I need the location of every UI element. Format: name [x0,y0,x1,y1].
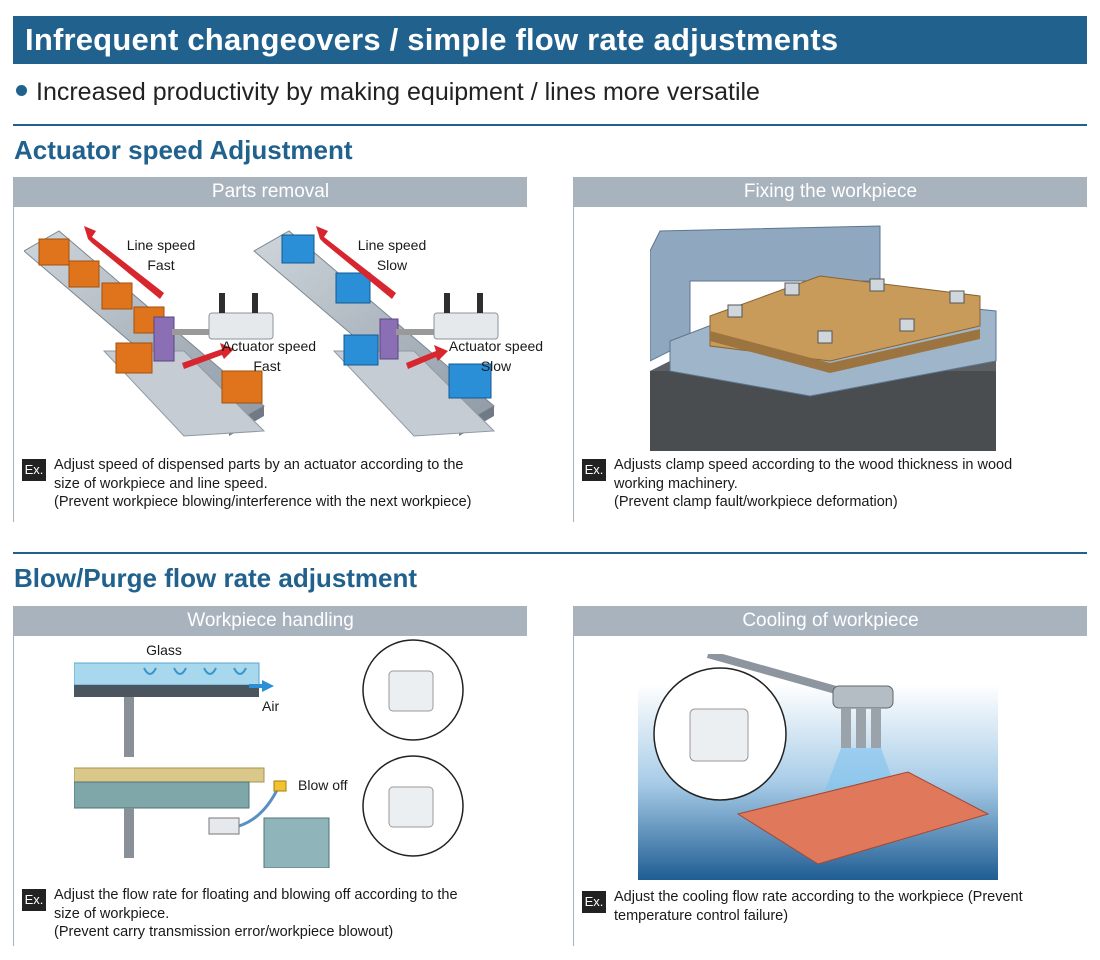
ex-text-line: Adjust speed of dispensed parts by an ac… [54,457,464,473]
actuator-right [433,312,499,340]
blow-off-label: Blow off [298,777,348,793]
panel-heading: Fixing the workpiece [574,177,1087,207]
line-speed-label-right: Line speed [358,237,427,253]
line-speed-label-left: Line speed [127,237,196,253]
ex-text-line: (Prevent workpiece blowing/interference … [54,494,472,510]
piston-rod-right [396,329,436,335]
ex-text-line: temperature control failure) [614,907,789,924]
actuator-speed-label-right: Actuator speed [449,338,543,354]
panel-heading: Cooling of workpiece [574,606,1087,636]
collection-bin [263,817,330,868]
actuator-arrow-right [406,345,448,369]
blue-parts [281,234,492,399]
blow-off-part [273,780,287,792]
page-title-banner: Infrequent changeovers / simple flow rat… [13,16,1087,64]
ex-text-line: (Prevent carry transmission error/workpi… [54,924,394,940]
panel-parts-removal: Parts removal [13,177,543,522]
orange-parts [38,238,263,404]
pusher-plate-right [379,318,399,360]
section-divider [13,552,1087,554]
ex-badge: Ex. [582,891,606,913]
ex-badge: Ex. [22,889,46,911]
ex-text-line: Adjust the flow rate for floating and bl… [54,887,458,903]
actuator-left [208,312,274,340]
actuator-arrow-left [182,343,234,369]
slow-label-bottom: Slow [481,358,512,374]
example-note: Ex. Adjusts clamp speed according to the… [582,456,1012,512]
example-note: Ex. Adjust speed of dispensed parts by a… [22,456,471,512]
wood-clamp-machine-illustration [650,225,997,451]
air-arrow-icon [249,680,274,692]
ex-text-line: (Prevent clamp fault/workpiece deformati… [614,494,898,510]
air-label: Air [262,698,279,714]
flow-controller [208,817,240,835]
line-speed-arrow-right [316,226,396,299]
ex-badge: Ex. [582,459,606,481]
conveyor-leg [124,697,134,757]
benefit-text: Increased productivity by making equipme… [36,78,760,106]
section-title-blow-purge: Blow/Purge flow rate adjustment [14,563,418,593]
wood-board [709,275,981,362]
ex-text-line: working machinery. [614,475,738,492]
glass-label: Glass [146,642,182,658]
ex-text-line: size of workpiece. [54,905,170,922]
cooling-illustration [638,654,998,880]
pusher-plate-left [153,316,175,362]
example-note: Ex. Adjust the flow rate for floating an… [22,886,458,942]
example-note: Ex. Adjust the cooling flow rate accordi… [582,888,1092,925]
panel-cooling-workpiece: Cooling of workpiece Ex. Adjust the cool… [573,606,1087,946]
panel-fixing-workpiece: Fixing the workpiece Ex. Adjusts clamp s… [573,177,1087,522]
page-title: Infrequent changeovers / simple flow rat… [25,22,839,57]
workpiece-handling-illustration: Glass Air Blow off [74,639,464,868]
panel-heading: Workpiece handling [14,606,527,636]
piston-rod-left [172,329,212,335]
slow-label-top: Slow [377,257,408,273]
fast-label-bottom: Fast [253,358,280,374]
machine-frame-left [650,225,881,362]
panel-heading: Parts removal [14,177,527,207]
clamps [727,278,965,344]
parts-conveyor [74,767,265,783]
ex-text-line: Adjust the cooling flow rate according t… [614,889,1023,905]
ex-badge: Ex. [22,459,46,481]
line-speed-arrow-left [84,226,164,299]
panel-workpiece-handling: Workpiece handling Glass Air Blow off Ex… [13,606,527,946]
fast-label-top: Fast [147,257,174,273]
benefit-bullet: Increased productivity by making equipme… [16,76,760,108]
glass-conveyor [74,662,260,686]
actuator-speed-label-left: Actuator speed [222,338,316,354]
parts-removal-illustration: Line speed Fast Line speed Slow Actuator… [24,226,543,437]
ex-text-line: size of workpiece and line speed. [54,475,268,492]
bullet-dot-icon [16,85,27,96]
supply-hose [706,654,845,696]
section-divider [13,124,1087,126]
nozzle-manifold [832,685,894,709]
ex-text-line: Adjusts clamp speed according to the woo… [614,457,1013,473]
section-title-actuator-speed: Actuator speed Adjustment [14,135,353,165]
heated-workpiece [736,771,990,865]
